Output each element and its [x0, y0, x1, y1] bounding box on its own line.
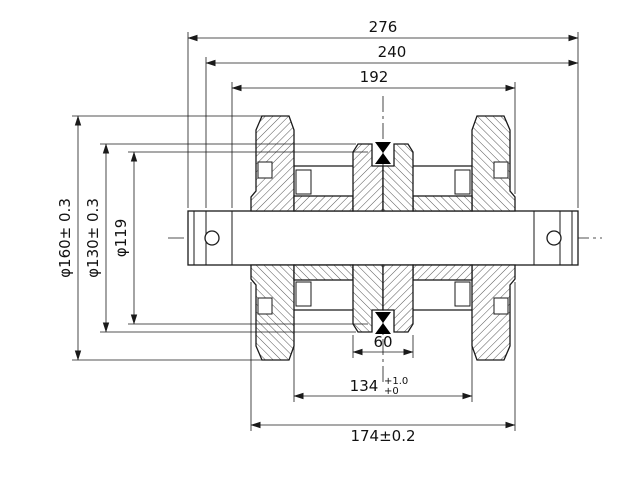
- seal-cavity: [295, 169, 312, 195]
- retainer-groove: [257, 161, 273, 179]
- shaft: [187, 210, 579, 266]
- dim-134-label: 134: [350, 377, 379, 395]
- dim-length-192: 192: [231, 68, 516, 92]
- dim-dia130-label: φ130± 0.3: [84, 198, 102, 278]
- hub-section: [352, 143, 384, 212]
- dim-length-240: 240: [205, 43, 579, 67]
- dim-60-label: 60: [373, 333, 392, 351]
- dim-134-tol-upper: +1.0: [384, 376, 408, 387]
- shaft-pin-hole-right: [546, 230, 562, 246]
- dim-width-60: 60: [352, 333, 414, 356]
- bushing-section: [293, 195, 354, 212]
- dim-width-174: 174±0.2: [250, 421, 516, 445]
- dimensions: 276 240 192 φ160± 0.3 φ130± 0.3 φ119: [56, 18, 579, 445]
- dim-length-276: 276: [187, 18, 579, 42]
- dim-174-label: 174±0.2: [350, 427, 415, 445]
- dim-134-tol-lower: +0: [384, 386, 399, 397]
- roller-body: [187, 115, 579, 361]
- dim-width-134: 134 +1.0 +0: [293, 376, 473, 400]
- dim-240-label: 240: [378, 43, 407, 61]
- dim-diameter-119: φ119: [112, 151, 138, 325]
- dim-diameter-160: φ160± 0.3: [56, 115, 82, 361]
- dim-diameter-130: φ130± 0.3: [84, 143, 110, 333]
- seal-bottom: [375, 312, 391, 334]
- seal-top: [375, 142, 391, 164]
- dim-192-label: 192: [360, 68, 389, 86]
- roller-quadrant: [250, 115, 384, 212]
- dim-dia119-label: φ119: [112, 219, 130, 258]
- dim-276-label: 276: [369, 18, 398, 36]
- shaft-pin-hole-left: [204, 230, 220, 246]
- dim-dia160-label: φ160± 0.3: [56, 198, 74, 278]
